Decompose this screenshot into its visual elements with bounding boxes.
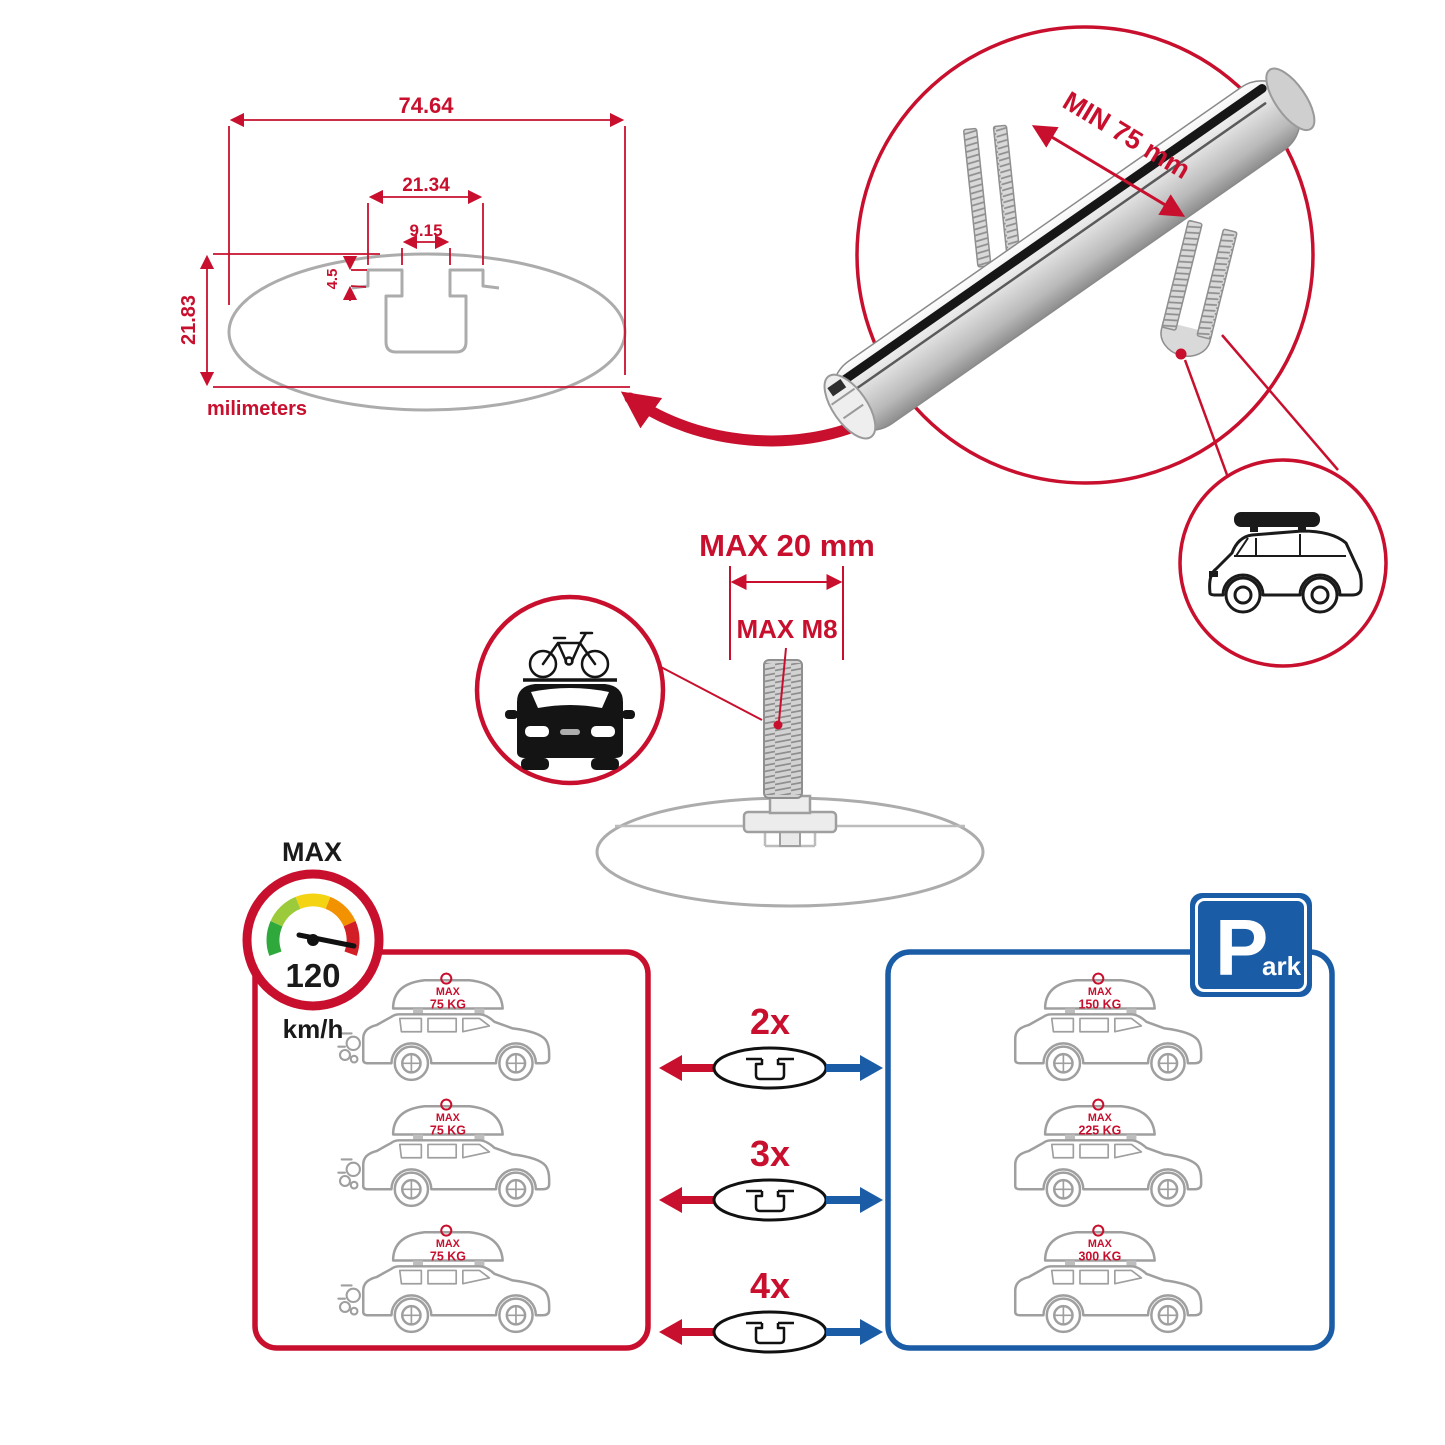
- cargo-max-label: MAX: [436, 986, 461, 998]
- max-width-label: MAX 20 mm: [699, 528, 875, 563]
- cargo-weight-label: 225 KG: [1078, 1124, 1121, 1138]
- u-bolt-icon: [963, 124, 1022, 268]
- crossbar-section-icon: [712, 1310, 828, 1354]
- multiplier-label: 4x: [750, 1265, 790, 1306]
- suv-icon: MAX 75 KG: [337, 972, 551, 1082]
- suv-roofbox-icon: [1208, 512, 1363, 614]
- bolt-dimension-lines: [658, 566, 844, 722]
- cargo-max-label: MAX: [1088, 986, 1113, 998]
- u-bolt-icon: [1160, 219, 1238, 357]
- callout-dot: [773, 720, 783, 730]
- left-arrowhead-icon: [659, 1187, 682, 1213]
- cargo-weight-label: 75 KG: [430, 998, 466, 1012]
- cargo-max-label: MAX: [436, 1112, 461, 1124]
- speed-units: km/h: [283, 1014, 344, 1044]
- dim-slot-width-label: 9.15: [409, 221, 442, 240]
- dimension-lines: [199, 112, 630, 388]
- curved-arrow-icon: [620, 391, 870, 447]
- park-sign-ark: ark: [1262, 951, 1302, 981]
- t-slot-profile: [351, 268, 500, 354]
- min-spacing-arrow: [1031, 125, 1186, 217]
- car-with-bike-icon: [505, 631, 635, 770]
- multiplier-row: 2x: [659, 1001, 883, 1090]
- max-thread-label: MAX M8: [736, 614, 837, 644]
- single-bar-box: [252, 949, 651, 1351]
- park-sign-p: P: [1215, 903, 1268, 992]
- right-arrowhead-icon: [860, 1319, 883, 1345]
- cargo-max-label: MAX: [1088, 1112, 1113, 1124]
- load-comparison: MAX 75 KG MAX 75 KG MAX 75 KG MAX 150 KG…: [242, 837, 1335, 1354]
- bike-icon: [528, 631, 610, 679]
- left-arrowhead-icon: [659, 1055, 682, 1081]
- magnifier-circle: [855, 25, 1315, 485]
- crossbar-render: MIN 75 mm: [823, 25, 1388, 668]
- callout-line: [1221, 334, 1339, 471]
- multiplier-label: 2x: [750, 1001, 790, 1042]
- multiplier-label: 3x: [750, 1133, 790, 1174]
- dim-total-width-label: 74.64: [398, 93, 454, 118]
- callout-line: [1183, 359, 1232, 484]
- suv-icon: MAX 75 KG: [337, 1224, 551, 1334]
- cargo-max-label: MAX: [1088, 1238, 1113, 1250]
- speed-limit-gauge: MAX 120 km/h: [242, 837, 384, 1044]
- crossbar-section-icon: [712, 1046, 828, 1090]
- multi-bar-box: [885, 949, 1335, 1351]
- profile-dimension-diagram: 74.64 21.34 9.15 4.5 21.83 milimeters: [180, 93, 630, 420]
- dim-total-height-label: 21.83: [180, 295, 200, 345]
- suv-icon: MAX 150 KG: [1013, 972, 1203, 1082]
- right-arrowhead-icon: [860, 1055, 883, 1081]
- cargo-weight-label: 300 KG: [1078, 1250, 1121, 1264]
- suv-icon: MAX 300 KG: [1013, 1224, 1203, 1334]
- callout-dot: [1175, 348, 1187, 360]
- cargo-weight-label: 150 KG: [1078, 998, 1121, 1012]
- speed-value: 120: [285, 957, 340, 994]
- bolt-diagram: MAX 20 mm MAX M8: [474, 528, 985, 908]
- speed-max-label: MAX: [282, 837, 342, 867]
- dim-flange-width-label: 21.34: [402, 175, 450, 196]
- units-label: milimeters: [207, 398, 307, 420]
- gauge-arcs: [266, 893, 360, 956]
- exhaust-icon: [337, 1284, 361, 1316]
- cargo-max-label: MAX: [436, 1238, 461, 1250]
- car-front-icon: [505, 684, 635, 770]
- left-arrowhead-icon: [659, 1319, 682, 1345]
- t-nut-adapter-icon: [742, 794, 838, 847]
- suv-icon: MAX 225 KG: [1013, 1098, 1203, 1208]
- right-arrowhead-icon: [860, 1187, 883, 1213]
- crossbar-section-icon: [712, 1178, 828, 1222]
- t-slot-hint: [615, 824, 965, 848]
- dim-step-height-label: 4.5: [324, 269, 341, 290]
- multiplier-row: 4x: [659, 1265, 883, 1354]
- suv-icon: MAX 75 KG: [337, 1098, 551, 1208]
- multi-bar-car-rows: MAX 150 KG MAX 225 KG MAX 300 KG: [1013, 972, 1203, 1334]
- multiplier-row: 3x: [659, 1133, 883, 1222]
- park-sign: P ark: [1190, 893, 1312, 997]
- exhaust-icon: [337, 1158, 361, 1190]
- cargo-weight-label: 75 KG: [430, 1250, 466, 1264]
- multiplier-rows: 2x 3x 4x: [659, 1001, 883, 1354]
- cargo-weight-label: 75 KG: [430, 1124, 466, 1138]
- single-bar-car-rows: MAX 75 KG MAX 75 KG MAX 75 KG: [337, 972, 551, 1334]
- pointer-arrow: [620, 391, 870, 447]
